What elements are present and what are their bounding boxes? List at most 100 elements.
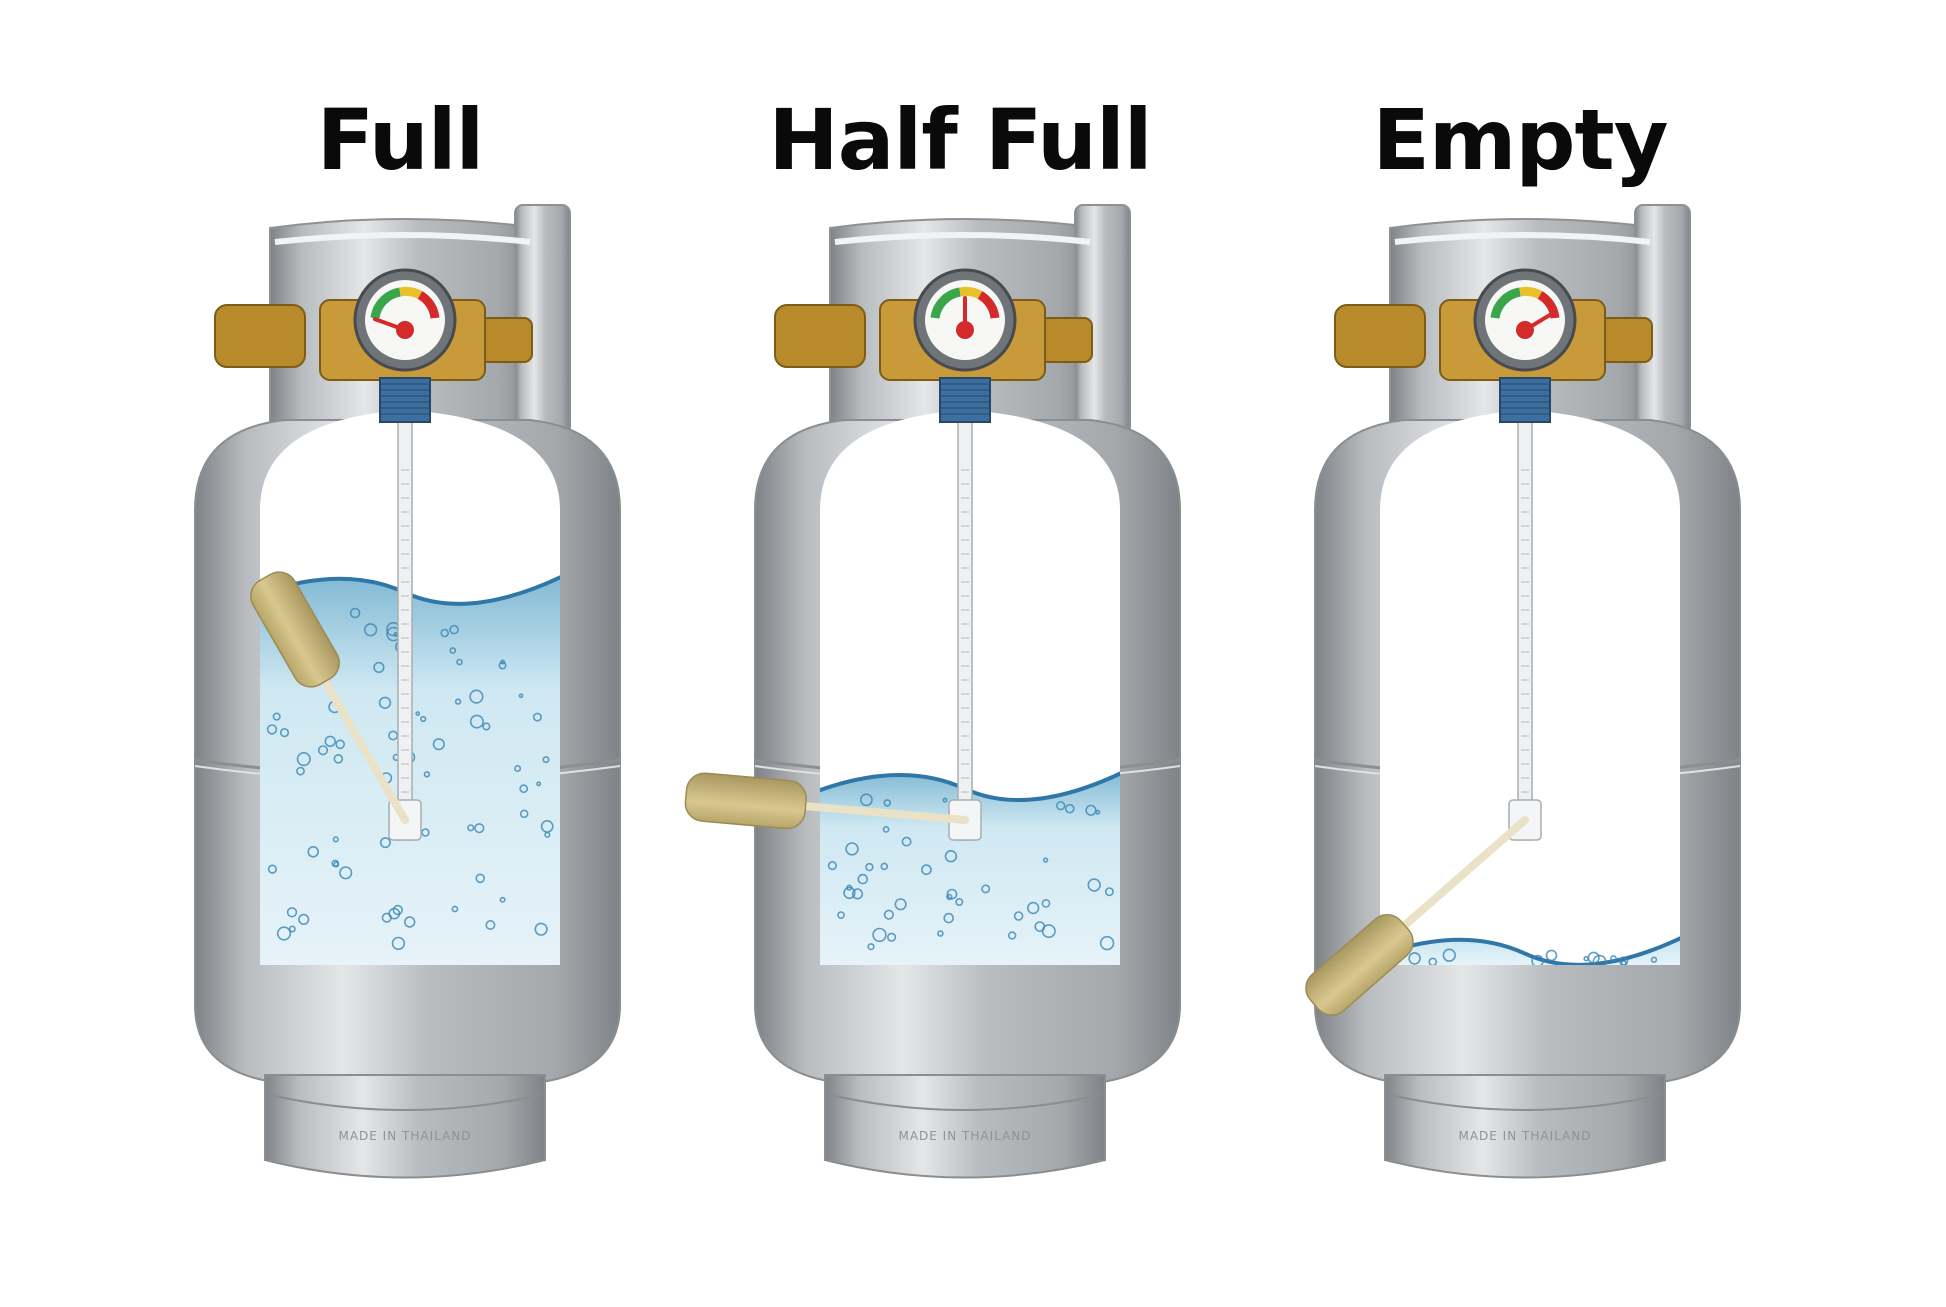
foot-ring (1384, 1074, 1666, 1179)
float-arm (316, 668, 409, 824)
foot-ring (264, 1074, 546, 1179)
bubble (485, 919, 496, 930)
bubble (267, 864, 277, 874)
bubble (332, 836, 339, 843)
bubble (1099, 935, 1115, 951)
bubble (981, 884, 991, 894)
bubble (1545, 949, 1558, 962)
bubble (1650, 956, 1658, 963)
bubble (415, 711, 421, 717)
bubble (1408, 952, 1421, 965)
bubble (937, 930, 944, 937)
bubble (1041, 899, 1051, 908)
gauge-green-zone (370, 287, 401, 319)
bubble (440, 628, 450, 638)
bubble (279, 727, 290, 738)
bubble (1027, 901, 1040, 915)
liquid-group (820, 767, 1120, 965)
bubble (1034, 921, 1046, 932)
liquid-group (1380, 931, 1680, 965)
bubble (469, 714, 484, 729)
gauge-green-zone (930, 287, 961, 319)
bubble (942, 797, 948, 803)
bubble (378, 696, 392, 709)
bubble (1610, 955, 1617, 962)
bubble (532, 712, 542, 722)
tank-label-empty: Empty (1372, 91, 1669, 189)
bubble (449, 647, 457, 654)
bubble (298, 913, 310, 926)
bubble (1013, 911, 1024, 921)
bubble (519, 784, 529, 794)
bubble (1087, 878, 1101, 892)
bubble (865, 862, 874, 872)
bubble (883, 799, 892, 807)
bubble (857, 873, 869, 885)
brass-fitting-right (479, 317, 533, 363)
gauge-hub (1516, 321, 1534, 339)
bubble (883, 909, 894, 920)
gauge-hub (396, 321, 414, 339)
collar-highlight (834, 232, 1091, 245)
tank-panel-full: Full MADE IN THAILAND (120, 0, 680, 1307)
gauge-hub (956, 321, 974, 339)
bubble (333, 753, 344, 764)
bubble (1592, 954, 1607, 965)
collar-highlight (274, 232, 531, 245)
bubble (449, 624, 459, 635)
gauge-red-zone (977, 291, 1000, 319)
bubble (324, 735, 336, 747)
bubble (843, 886, 856, 900)
bubble (379, 837, 391, 849)
bubble (534, 922, 548, 936)
bubble (519, 809, 529, 819)
foot-ring-stamp: MADE IN THAILAND (1458, 1129, 1591, 1143)
bubble (514, 764, 522, 772)
bubble (288, 925, 296, 933)
liquid-surface (1380, 931, 1680, 965)
bubble (296, 766, 305, 776)
bubble (867, 943, 875, 951)
bubble (331, 859, 339, 868)
bubble (276, 926, 292, 941)
bubble (882, 826, 890, 833)
bubble (1428, 957, 1438, 965)
bubble (451, 905, 459, 913)
bubble (404, 916, 416, 928)
float (250, 571, 340, 688)
dip-tube (957, 419, 973, 841)
tank-panel-half-full: Half Full MADE IN THAILAND (680, 0, 1240, 1307)
bubble (1442, 948, 1457, 962)
bubble (894, 898, 907, 911)
foot-ring (824, 1074, 1106, 1179)
bubble (392, 904, 403, 916)
bubble (920, 864, 932, 876)
valve-thread (939, 377, 991, 423)
bubble (943, 912, 955, 924)
tank-panel-empty: Empty MADE IN THAILAND (1240, 0, 1800, 1307)
brass-fitting-left (1334, 304, 1426, 368)
bubble (845, 842, 859, 856)
gauge-yellow-zone (399, 286, 423, 300)
bubble (335, 739, 345, 750)
bubble (851, 888, 864, 900)
bubble (837, 911, 845, 919)
bubble (1620, 960, 1627, 965)
bubble (944, 849, 958, 863)
bubble (272, 712, 281, 721)
float-body (250, 571, 340, 688)
gauge-yellow-zone (959, 286, 983, 300)
gauge-red-zone (417, 291, 440, 319)
gauge-red-zone (1537, 291, 1560, 319)
bubble (454, 698, 462, 705)
tank-label-half-full: Half Full (768, 91, 1152, 189)
dip-tube (1517, 419, 1533, 841)
foot-ring-edge (269, 1094, 541, 1111)
bubble (872, 927, 887, 943)
foot-ring-edge (829, 1094, 1101, 1111)
bubble (1042, 857, 1049, 863)
bubble (432, 738, 445, 751)
foot-ring-edge (1389, 1094, 1661, 1111)
bubble (421, 828, 430, 837)
valve-thread (1499, 377, 1551, 423)
